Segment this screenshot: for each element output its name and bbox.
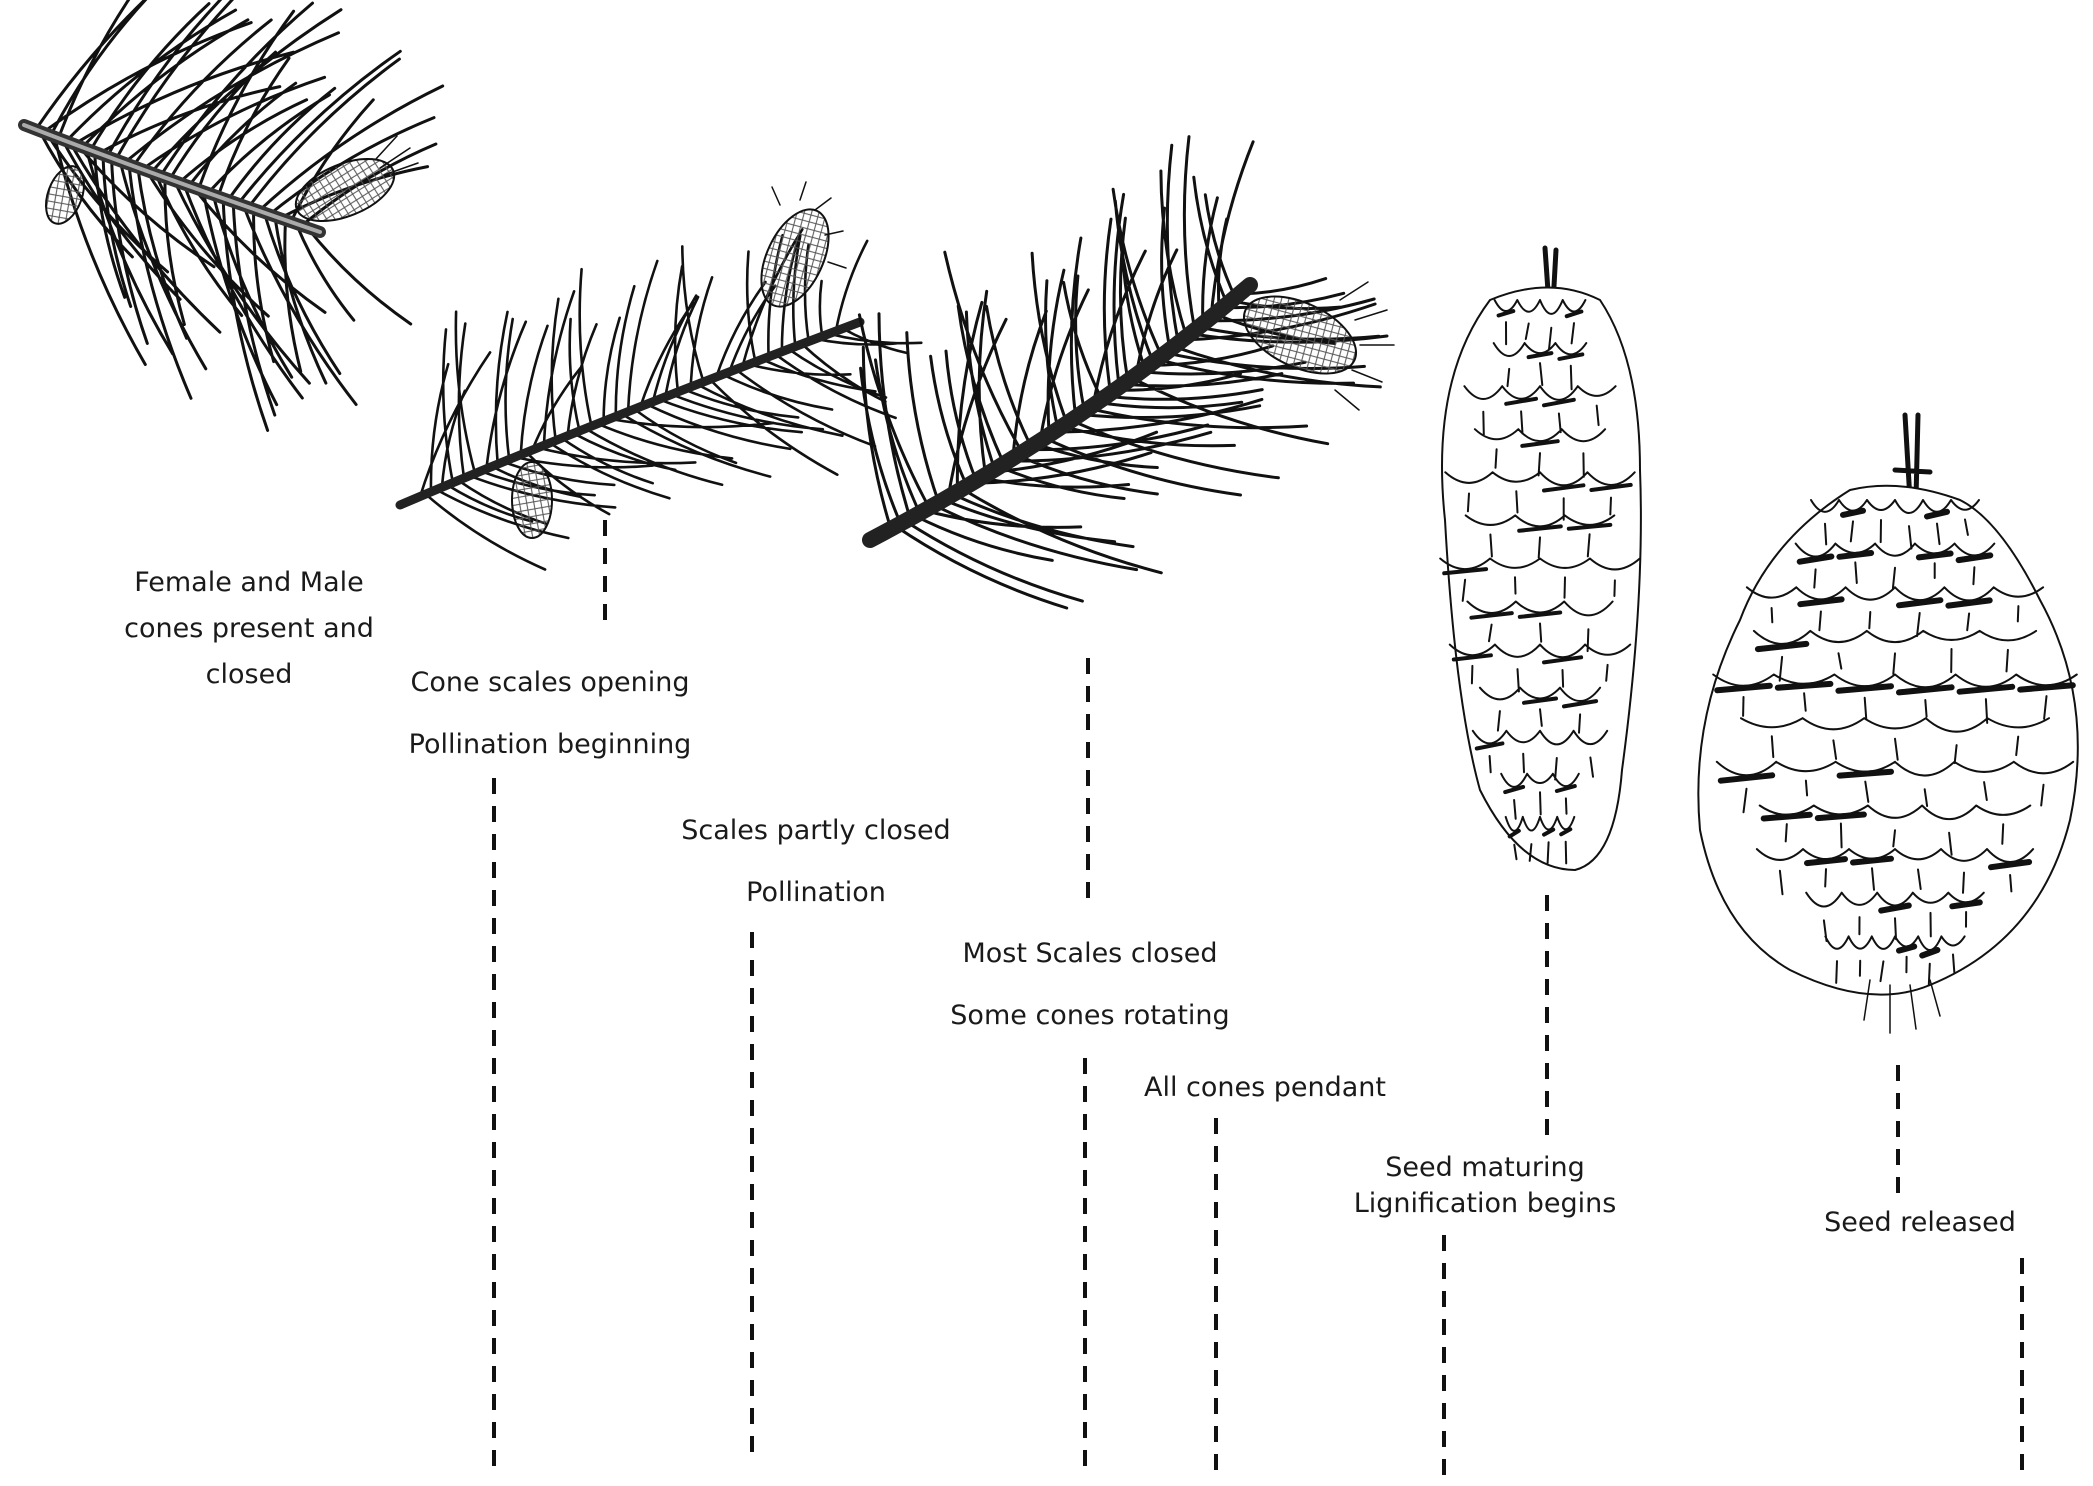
label-line: Lignification begins	[1330, 1186, 1640, 1222]
label-line: Seed maturing	[1330, 1150, 1640, 1186]
label-line: Seed released	[1800, 1200, 2040, 1246]
label-line: Pollination	[665, 862, 967, 924]
label-line: closed	[94, 652, 404, 698]
label-line: Scales partly closed	[665, 800, 967, 862]
label-most-scales-closed: Most Scales closed Some cones rotating	[935, 923, 1245, 1047]
branch-sprig-2	[400, 182, 921, 570]
label-line: Cone scales opening	[390, 652, 710, 714]
label-line: Female and Male	[94, 560, 404, 606]
needles-1	[36, 0, 443, 430]
male-cone-2	[748, 199, 843, 317]
label-line: All cones pendant	[1130, 1065, 1400, 1111]
cone-4	[1440, 248, 1641, 870]
label-line: Pollination beginning	[390, 714, 710, 776]
branch-sprig-3	[859, 137, 1394, 608]
female-cone-2	[512, 462, 552, 538]
label-seed-maturing: Seed maturing Lignification begins	[1330, 1150, 1640, 1222]
branch-sprig-1	[24, 0, 443, 430]
cone-5	[1698, 415, 2077, 1033]
label-line: Most Scales closed	[935, 923, 1245, 985]
label-line: cones present and	[94, 606, 404, 652]
label-cone-scales-opening: Cone scales opening Pollination beginnin…	[390, 652, 710, 776]
label-female-male-cones: Female and Male cones present and closed	[94, 560, 404, 698]
label-all-cones-pendant: All cones pendant	[1130, 1065, 1400, 1111]
label-line: Some cones rotating	[935, 985, 1245, 1047]
cone-3	[1232, 281, 1368, 390]
cone-5-outline	[1698, 486, 2077, 995]
label-scales-partly-closed: Scales partly closed Pollination	[665, 800, 967, 924]
label-seed-released: Seed released	[1800, 1200, 2040, 1246]
female-cone-1	[39, 161, 91, 229]
